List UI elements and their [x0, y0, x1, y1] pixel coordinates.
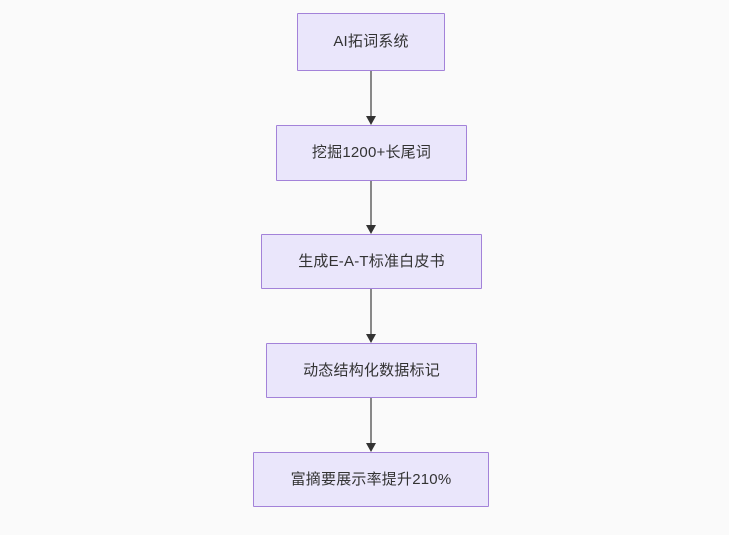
flow-node-rich-snippet-impression-uplift[interactable]: 富摘要展示率提升210%: [253, 452, 489, 507]
edge-n3-n4: [363, 289, 379, 343]
flow-node-ai-keyword-system[interactable]: AI拓词系统: [297, 13, 445, 71]
edge-n4-n5: [363, 398, 379, 452]
flow-node-label: AI拓词系统: [333, 33, 409, 50]
flow-node-label: 动态结构化数据标记: [303, 361, 440, 379]
flow-node-mine-longtail-keywords[interactable]: 挖掘1200+长尾词: [276, 125, 467, 181]
edge-n2-n3: [363, 181, 379, 234]
flow-node-generate-eat-whitepaper[interactable]: 生成E-A-T标准白皮书: [261, 234, 482, 289]
flow-node-label: 生成E-A-T标准白皮书: [298, 252, 445, 270]
flow-node-dynamic-structured-data-markup[interactable]: 动态结构化数据标记: [266, 343, 477, 398]
flow-node-label: 富摘要展示率提升210%: [290, 470, 452, 488]
flow-node-label: 挖掘1200+长尾词: [311, 144, 432, 161]
edge-n1-n2: [363, 71, 379, 125]
